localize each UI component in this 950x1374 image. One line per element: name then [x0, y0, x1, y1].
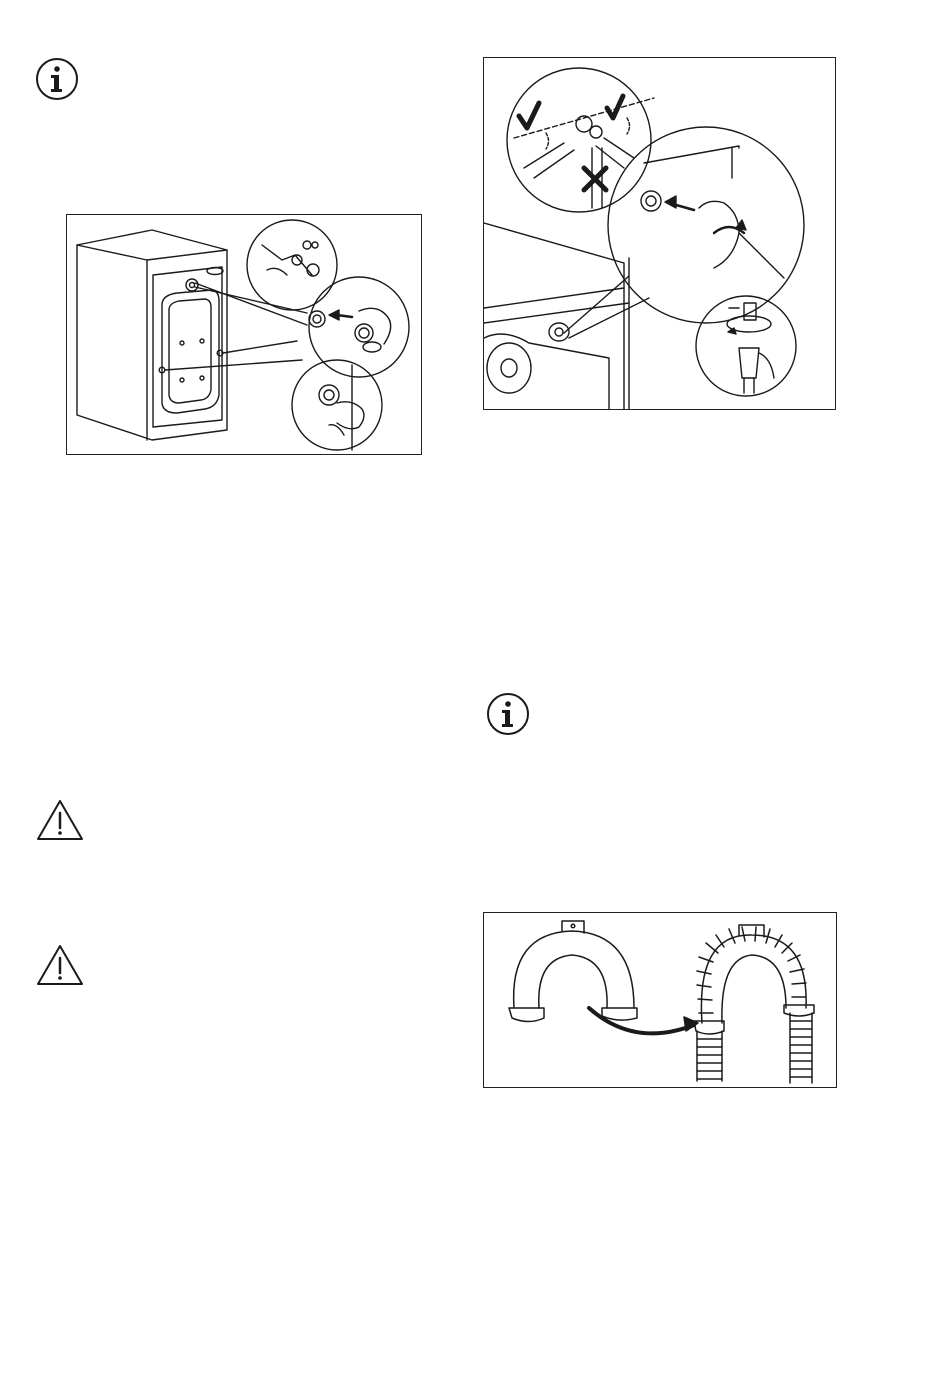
warning-triangle-icon: [35, 943, 85, 987]
warning-triangle-icon: [35, 798, 85, 842]
info-icon: [35, 57, 79, 101]
figure-machine-back-filter: [66, 214, 422, 455]
figure-inlet-hose-connection: [483, 57, 836, 410]
info-icon: [486, 692, 530, 736]
figure-drain-hose-guide: [483, 912, 837, 1088]
